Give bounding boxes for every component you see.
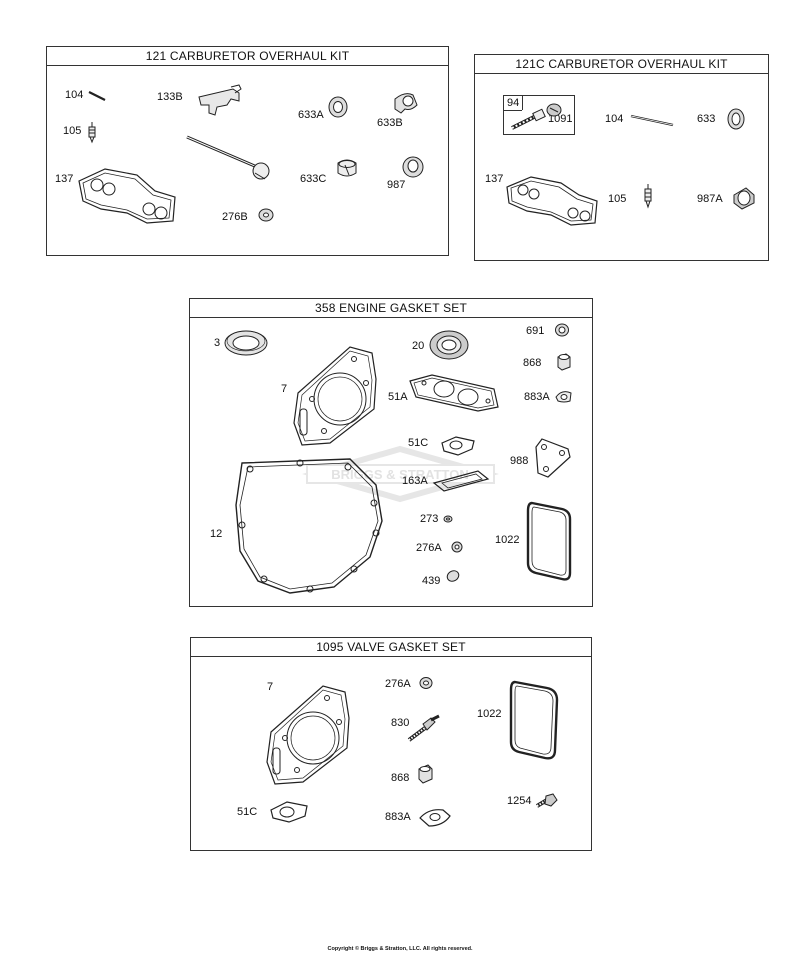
valve-seal-868-drawing <box>557 353 571 371</box>
panel-121c-carburetor-overhaul-kit: 121C CARBURETOR OVERHAUL KIT 94 1091 104… <box>474 54 769 261</box>
part-label-633[interactable]: 633 <box>697 113 716 125</box>
panel-title: 121 CARBURETOR OVERHAUL KIT <box>47 47 448 66</box>
valve-seal-868-drawing <box>418 764 433 784</box>
seal-633A-drawing <box>328 96 348 118</box>
part-label-1022[interactable]: 1022 <box>477 708 502 720</box>
part-label-105[interactable]: 105 <box>63 125 82 137</box>
gasket-883A-drawing <box>555 391 572 403</box>
gasket-137-drawing <box>78 168 176 224</box>
seal-439-drawing <box>446 570 460 582</box>
inset-divider <box>504 110 522 111</box>
part-label-137[interactable]: 137 <box>485 173 504 185</box>
part-label-276A[interactable]: 276A <box>385 678 411 690</box>
seal-633C-drawing <box>337 159 357 177</box>
float-needle-1091-drawing <box>511 103 562 130</box>
part-label-633A[interactable]: 633A <box>298 109 324 121</box>
part-label-1254[interactable]: 1254 <box>507 795 532 807</box>
panel-358-engine-gasket-set: 358 ENGINE GASKET SET BRIGGS & STRATTON … <box>189 298 593 607</box>
watermark-text: BRIGGS & STRATTON <box>331 467 468 482</box>
intake-gasket-51A-drawing <box>409 374 499 412</box>
pin-104-drawing <box>630 114 674 127</box>
part-label-94[interactable]: 94 <box>507 97 520 109</box>
part-label-12[interactable]: 12 <box>210 528 223 540</box>
part-label-883A[interactable]: 883A <box>385 811 411 823</box>
washer-276A-drawing <box>451 541 463 553</box>
gasket-51C-drawing <box>270 801 308 823</box>
seal-987-drawing <box>402 156 424 178</box>
part-label-691[interactable]: 691 <box>526 325 545 337</box>
part-label-868[interactable]: 868 <box>523 357 542 369</box>
gasket-137-drawing <box>506 176 598 226</box>
cover-gasket-1022-drawing <box>526 501 572 581</box>
clip-133B-drawing <box>198 84 242 116</box>
part-label-3[interactable]: 3 <box>214 337 221 349</box>
gasket-883A-drawing <box>419 809 451 827</box>
crankcase-gasket-12-drawing <box>235 458 383 594</box>
screw-1254-drawing <box>535 793 558 808</box>
seal-633-drawing <box>727 108 745 130</box>
panel-121-carburetor-overhaul-kit: 121 CARBURETOR OVERHAUL KIT 104 133B 633… <box>46 46 449 256</box>
gasket-163A-drawing <box>432 470 490 492</box>
part-label-988[interactable]: 988 <box>510 455 529 467</box>
seal-987A-drawing <box>733 187 755 210</box>
part-label-7[interactable]: 7 <box>267 681 274 693</box>
seal-691-drawing <box>555 323 569 337</box>
copyright-footer: Copyright © Briggs & Stratton, LLC. All … <box>327 946 473 952</box>
oil-seal-3-drawing <box>224 330 268 356</box>
stud-830-drawing <box>407 714 440 742</box>
cover-gasket-1022-drawing <box>509 680 559 760</box>
panel-title: 121C CARBURETOR OVERHAUL KIT <box>475 55 768 74</box>
inset-divider-vertical <box>522 96 523 110</box>
pin-104-drawing <box>88 91 106 101</box>
washer-276B-drawing <box>258 208 274 222</box>
part-label-987A[interactable]: 987A <box>697 193 723 205</box>
part-label-830[interactable]: 830 <box>391 717 410 729</box>
panel-title: 1095 VALVE GASKET SET <box>191 638 591 657</box>
part-label-276A[interactable]: 276A <box>416 542 442 554</box>
part-label-104[interactable]: 104 <box>605 113 624 125</box>
part-label-633B[interactable]: 633B <box>377 117 403 129</box>
part-label-868[interactable]: 868 <box>391 772 410 784</box>
part-label-7[interactable]: 7 <box>281 383 288 395</box>
part-label-20[interactable]: 20 <box>412 340 425 352</box>
part-label-633C[interactable]: 633C <box>300 173 327 185</box>
needle-valve-105-drawing <box>644 184 652 209</box>
part-label-51C[interactable]: 51C <box>408 437 429 449</box>
part-label-133B[interactable]: 133B <box>157 91 183 103</box>
part-label-439[interactable]: 439 <box>422 575 441 587</box>
part-label-137[interactable]: 137 <box>55 173 74 185</box>
needle-valve-105-drawing <box>88 122 96 144</box>
part-label-1022[interactable]: 1022 <box>495 534 520 546</box>
part-label-276B[interactable]: 276B <box>222 211 248 223</box>
part-label-104[interactable]: 104 <box>65 89 84 101</box>
oil-seal-20-drawing <box>429 330 469 360</box>
gasket-51C-drawing <box>441 436 475 456</box>
throttle-shaft-drawing <box>186 135 270 180</box>
float-needle-inset-box: 94 1091 <box>503 95 575 135</box>
part-label-105[interactable]: 105 <box>608 193 627 205</box>
part-label-883A[interactable]: 883A <box>524 391 550 403</box>
gasket-988-drawing <box>535 438 571 478</box>
briggs-stratton-watermark: BRIGGS & STRATTON <box>302 445 499 503</box>
part-label-163A[interactable]: 163A <box>402 475 428 487</box>
part-label-51C[interactable]: 51C <box>237 806 258 818</box>
seal-633B-drawing <box>394 93 418 114</box>
head-gasket-7-drawing <box>293 346 377 446</box>
part-label-273[interactable]: 273 <box>420 513 439 525</box>
part-label-51A[interactable]: 51A <box>388 391 408 403</box>
washer-273-drawing <box>443 515 453 523</box>
part-label-987[interactable]: 987 <box>387 179 406 191</box>
washer-276A-drawing <box>419 677 433 689</box>
panel-title: 358 ENGINE GASKET SET <box>190 299 592 318</box>
head-gasket-7-drawing <box>266 685 350 785</box>
panel-1095-valve-gasket-set: 1095 VALVE GASKET SET 7 276A 1022 830 86… <box>190 637 592 851</box>
